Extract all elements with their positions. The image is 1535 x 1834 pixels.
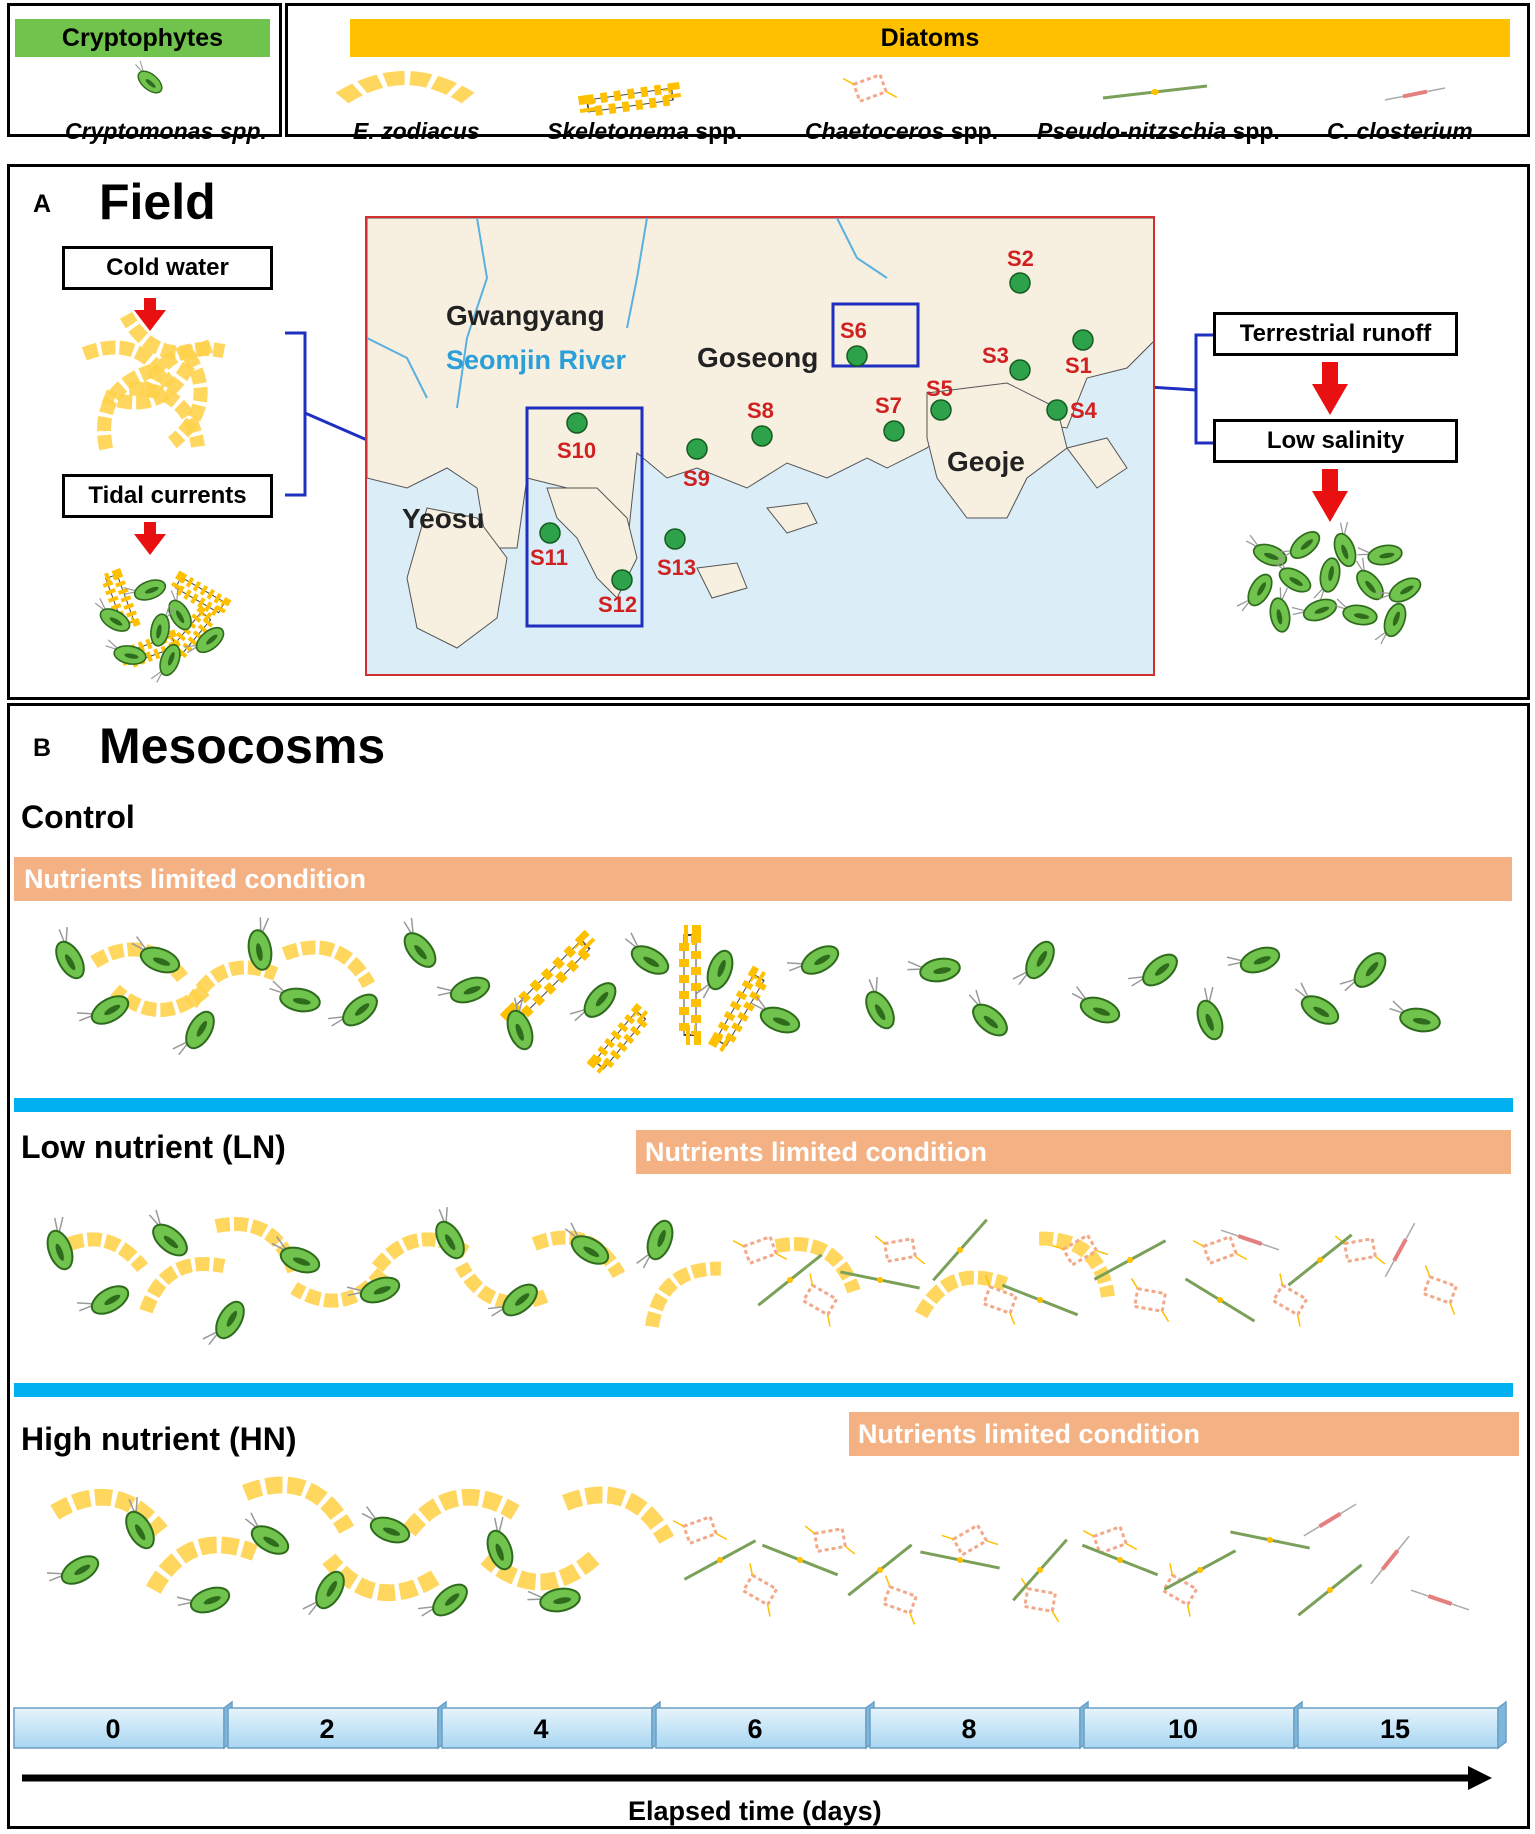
station-s13-label: S13 (657, 555, 697, 580)
time-tick-4: 4 (533, 1714, 549, 1744)
runoff-arrow-icon (1312, 362, 1348, 415)
time-tick-0: 0 (105, 1714, 121, 1744)
station-s12-marker (611, 569, 633, 591)
map-label-seomjin-river: Seomjin River (446, 345, 627, 375)
tidal-currents-label: Tidal currents (62, 474, 273, 518)
station-s5-marker (930, 399, 952, 421)
legend-cryptomonas-label: Cryptomonas spp. (65, 118, 267, 144)
station-s6-label: S6 (840, 318, 867, 343)
terrestrial-runoff-label: Terrestrial runoff (1213, 312, 1458, 356)
map-label-geoje: Geoje (947, 446, 1025, 477)
panel-b-title: Mesocosms (99, 718, 386, 774)
time-tick-10: 10 (1167, 1714, 1199, 1744)
map-label-yeosu: Yeosu (402, 503, 485, 534)
treatment-control-label: Control (21, 799, 135, 835)
salinity-arrow-icon (1312, 469, 1348, 522)
station-s12-label: S12 (598, 592, 638, 617)
legend-cryptophytes-header: Cryptophytes (15, 19, 270, 57)
control-nutrient-band: Nutrients limited condition (14, 857, 1512, 901)
legend-diatom-species-0: E. zodiacus (353, 118, 480, 144)
station-s1-marker (1072, 329, 1094, 351)
station-s6-marker (846, 345, 868, 367)
legend-diatom-species-3: Pseudo-nitzschia spp. (1037, 118, 1280, 144)
ln-nutrient-band: Nutrients limited condition (636, 1130, 1511, 1174)
legend-diatoms-header: Diatoms (350, 19, 1510, 57)
study-area-map: Gwangyang Seomjin River Goseong Yeosu Ge… (365, 216, 1155, 676)
station-s11-label: S11 (530, 545, 568, 570)
elapsed-time-axis-label: Elapsed time (days) (628, 1796, 882, 1826)
treatment-ln-label: Low nutrient (LN) (21, 1129, 286, 1165)
station-s9-marker (686, 438, 708, 460)
separator-ln-hn (14, 1383, 1513, 1397)
hn-nutrient-band: Nutrients limited condition (849, 1412, 1519, 1456)
arrow-head-icon (1468, 1766, 1492, 1790)
cold-water-arrow-icon (134, 298, 166, 331)
station-s13-marker (664, 528, 686, 550)
map-label-goseong: Goseong (697, 342, 819, 373)
time-tick-8: 8 (961, 1714, 977, 1744)
station-s3-marker (1009, 359, 1031, 381)
station-s7-marker (883, 420, 905, 442)
station-s2-marker (1009, 272, 1031, 294)
legend-diatom-species-4: C. closterium (1327, 118, 1473, 144)
station-s10-label: S10 (557, 438, 597, 463)
time-tick-2: 2 (319, 1714, 335, 1744)
station-s1-label: S1 (1065, 353, 1092, 378)
legend-diatom-species-2: Chaetoceros spp. (805, 118, 998, 144)
panel-a-title: Field (99, 174, 216, 230)
map-label-gwangyang: Gwangyang (446, 300, 605, 331)
station-s4-marker (1046, 399, 1068, 421)
station-s11-marker (539, 522, 561, 544)
legend-diatom-species-1: Skeletonema spp. (547, 118, 743, 144)
station-s4-label: S4 (1070, 398, 1097, 423)
treatment-hn-label: High nutrient (HN) (21, 1421, 297, 1457)
panel-a-letter: A (33, 190, 52, 218)
panel-b-letter: B (33, 734, 52, 762)
station-s2-label: S2 (1007, 246, 1034, 271)
station-s5-label: S5 (926, 376, 953, 401)
low-salinity-label: Low salinity (1213, 419, 1458, 463)
station-s7-label: S7 (875, 393, 902, 418)
station-s8-marker (751, 425, 773, 447)
station-s3-label: S3 (982, 343, 1009, 368)
cold-water-label: Cold water (62, 246, 273, 290)
time-tick-6: 6 (747, 1714, 763, 1744)
time-tick-15: 15 (1379, 1714, 1411, 1744)
station-s8-label: S8 (747, 398, 774, 423)
station-s10-marker (566, 412, 588, 434)
tidal-currents-arrow-icon (134, 522, 166, 555)
separator-control-ln (14, 1098, 1513, 1112)
station-s9-label: S9 (683, 466, 710, 491)
